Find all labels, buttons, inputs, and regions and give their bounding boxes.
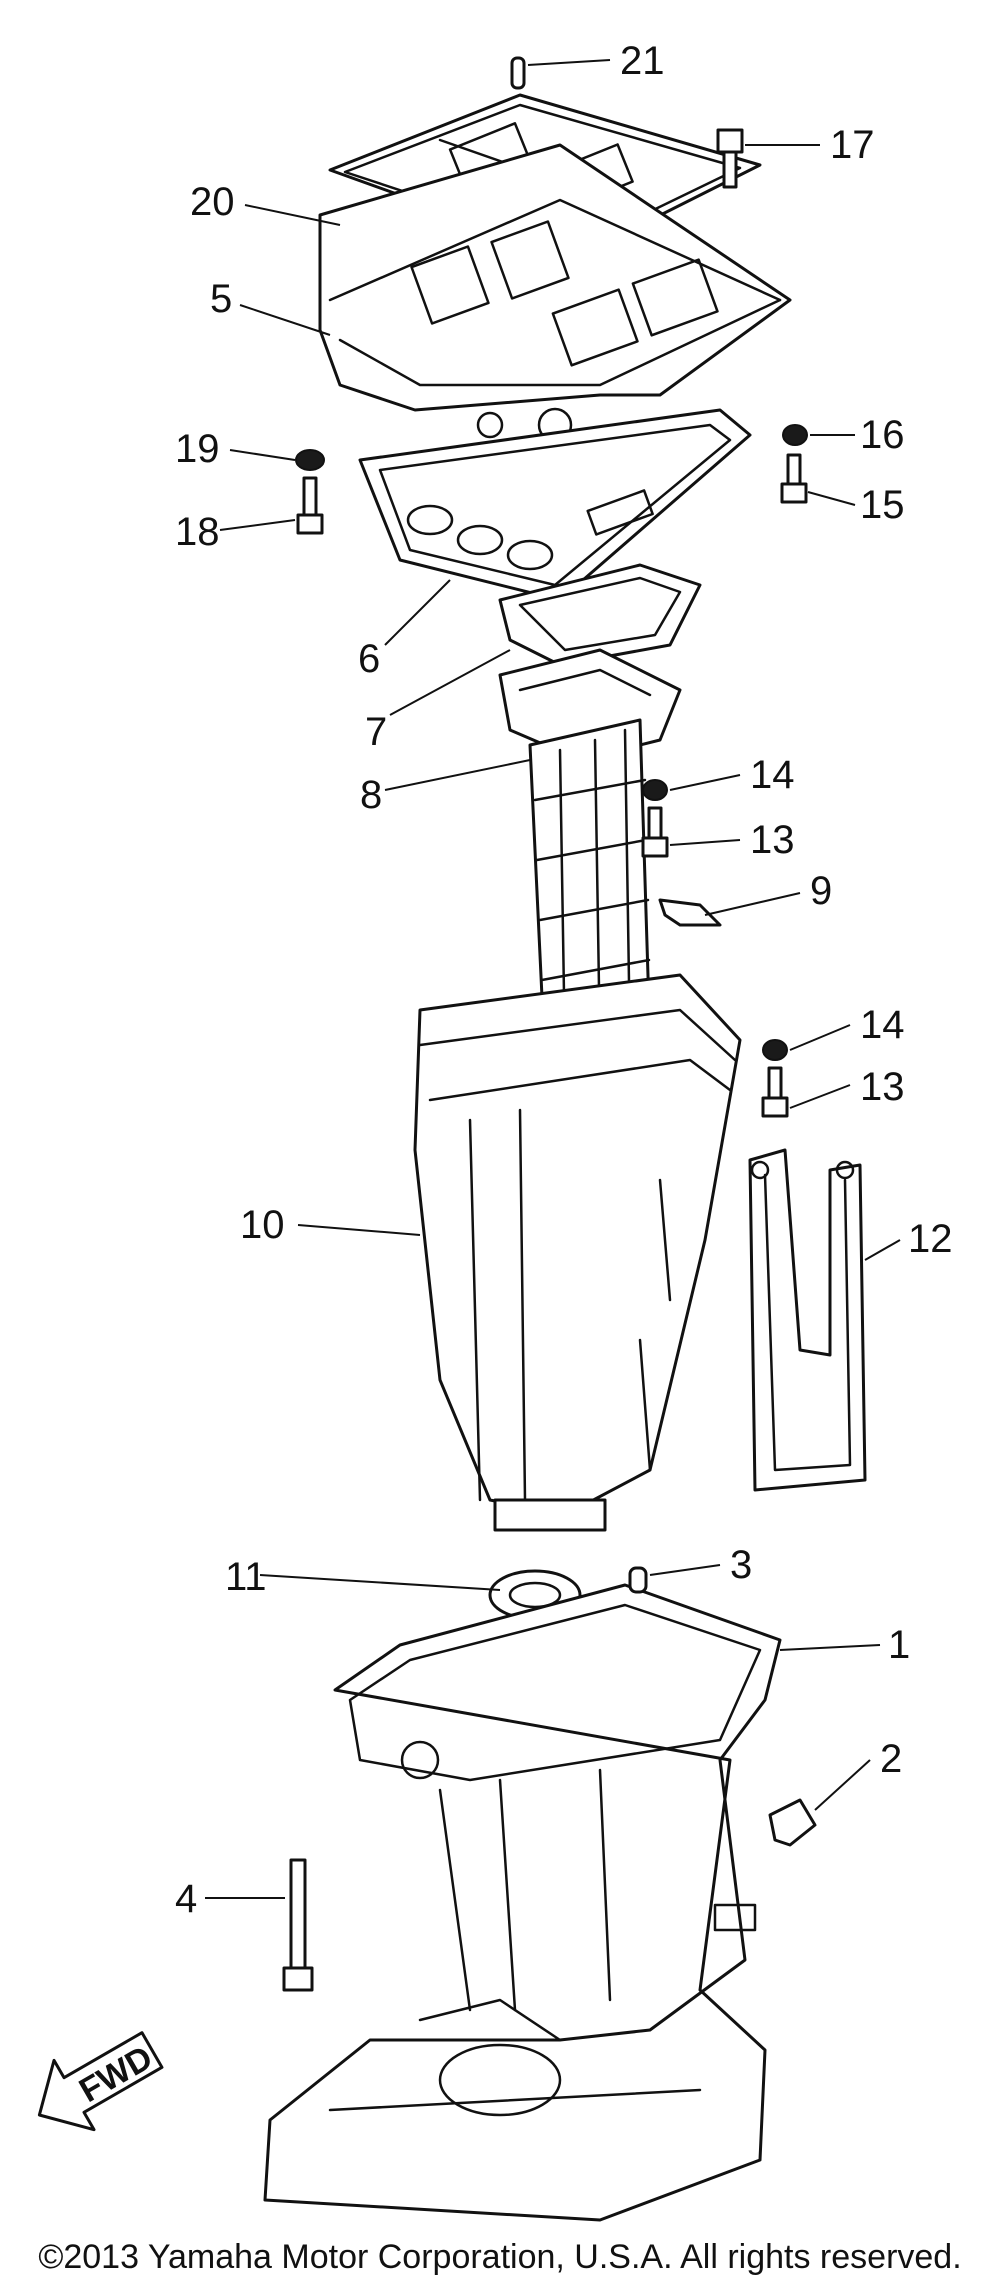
callout-19: 19 <box>175 427 220 471</box>
part-12-rubber-seal <box>748 1148 867 1492</box>
part-4-bolt <box>282 1858 314 1992</box>
callout-13a: 13 <box>750 818 795 862</box>
callout-4: 4 <box>175 1877 197 1921</box>
callout-18: 18 <box>175 510 220 554</box>
part-15-bolt <box>780 453 808 504</box>
callout-9: 9 <box>810 869 832 913</box>
callout-2: 2 <box>880 1737 902 1781</box>
callout-5: 5 <box>210 277 232 321</box>
callout-7: 7 <box>365 710 387 754</box>
part-5-mount-plate <box>318 143 792 443</box>
callout-8: 8 <box>360 773 382 817</box>
part-10-upper-casing <box>413 973 742 1532</box>
part-13b-bolt <box>761 1066 789 1118</box>
part-6-gasket <box>358 408 752 602</box>
part-21-dowel-pin <box>510 56 526 90</box>
callout-1: 1 <box>888 1623 910 1667</box>
part-8-exhaust-pipe <box>498 648 682 1062</box>
callout-21: 21 <box>620 39 665 83</box>
part-16-washer <box>782 424 808 446</box>
callout-14a: 14 <box>750 753 795 797</box>
callout-12: 12 <box>908 1217 953 1261</box>
callout-14b: 14 <box>860 1003 905 1047</box>
callout-10: 10 <box>240 1203 285 1247</box>
part-9-clip <box>658 898 722 927</box>
callout-17: 17 <box>830 123 875 167</box>
callout-3: 3 <box>730 1543 752 1587</box>
part-14a-washer <box>642 779 668 801</box>
part-18-bolt <box>296 476 324 535</box>
part-3-dowel <box>628 1566 648 1594</box>
part-1-lower-casing <box>263 1583 782 2222</box>
copyright-notice: ©2013 Yamaha Motor Corporation, U.S.A. A… <box>38 2238 962 2276</box>
part-7-gasket <box>498 563 702 667</box>
callout-16: 16 <box>860 413 905 457</box>
callout-20: 20 <box>190 180 235 224</box>
fwd-arrow-icon: FWD <box>37 2031 164 2132</box>
leader-lines <box>205 59 901 1899</box>
part-14b-washer <box>762 1039 788 1061</box>
callout-labels: 21 17 20 5 16 15 19 18 6 7 8 14 13 9 14 … <box>175 39 953 1921</box>
part-19-washer <box>295 449 325 471</box>
part-2-cap <box>768 1798 817 1847</box>
callout-13b: 13 <box>860 1065 905 1109</box>
part-17-bolt <box>716 128 744 189</box>
callout-11: 11 <box>225 1555 267 1599</box>
callout-6: 6 <box>358 637 380 681</box>
callout-15: 15 <box>860 483 905 527</box>
part-13a-bolt <box>641 806 669 858</box>
